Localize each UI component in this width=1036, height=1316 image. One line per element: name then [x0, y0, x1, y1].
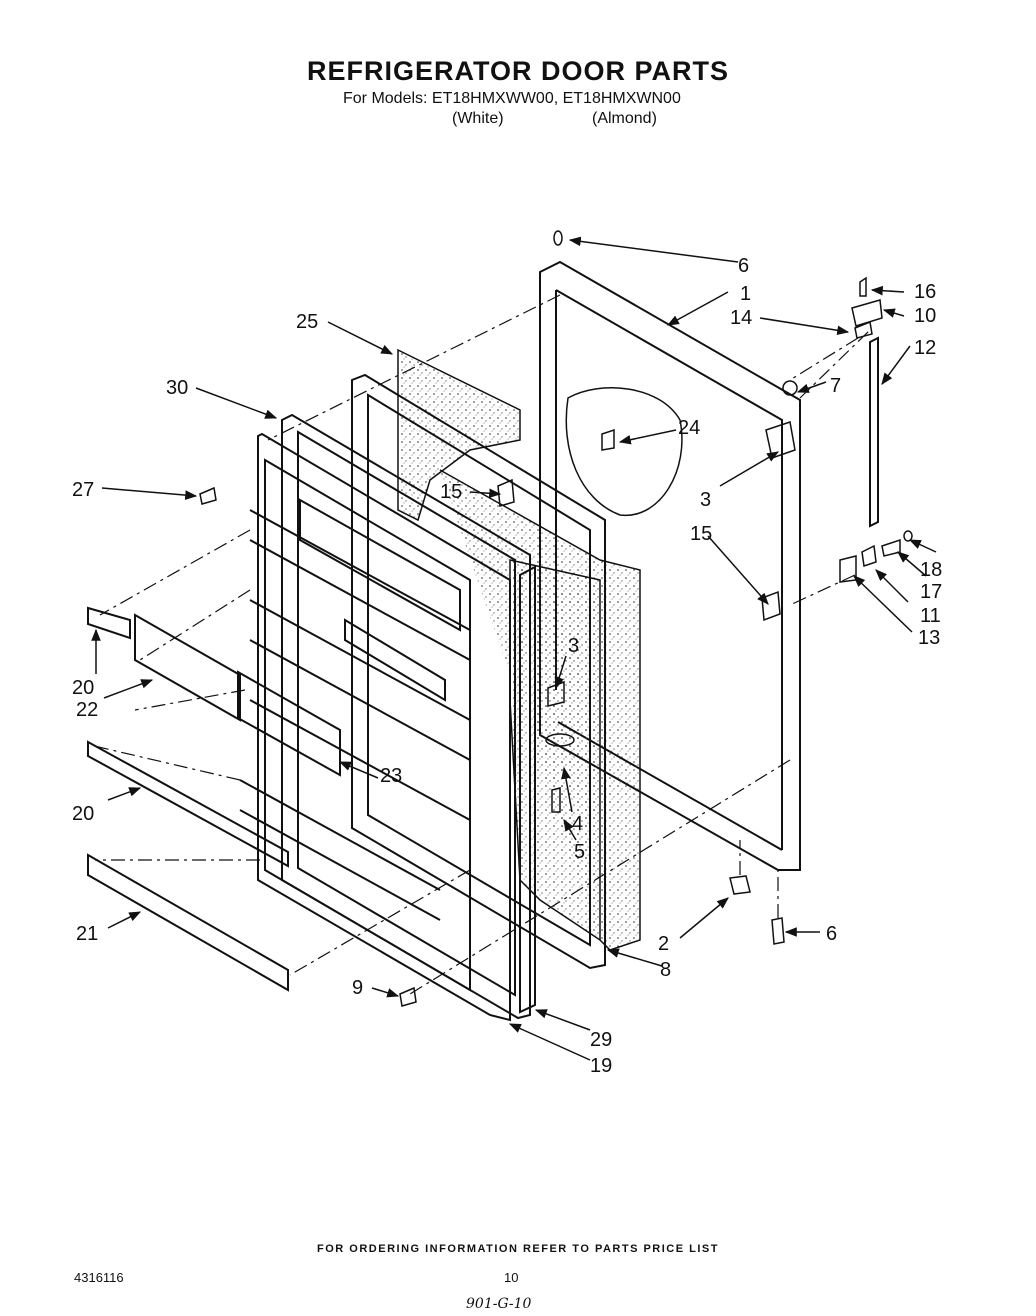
- callout-3-right: 3: [700, 489, 711, 511]
- door-shelf-upper: [134, 613, 241, 722]
- breaker-frame: [351, 373, 606, 970]
- callout-18: 18: [920, 559, 942, 581]
- callout-13: 13: [918, 627, 940, 649]
- callout-7: 7: [830, 375, 841, 397]
- alignment-lines: [89, 294, 871, 995]
- callout-25: 25: [296, 311, 318, 333]
- page-number: 10: [504, 1270, 519, 1285]
- callout-12: 12: [914, 337, 936, 359]
- bottom-trim: [87, 853, 289, 992]
- callout-24: 24: [678, 417, 700, 439]
- ordering-note: FOR ORDERING INFORMATION REFER TO PARTS …: [317, 1243, 719, 1255]
- callout-1: 1: [740, 283, 751, 305]
- variant-almond: (Almond): [592, 110, 657, 127]
- callout-15-right: 15: [690, 523, 712, 545]
- vertical-trim-strip: [519, 565, 536, 1014]
- callout-16: 16: [914, 281, 936, 303]
- callout-30: 30: [166, 377, 188, 399]
- callout-8: 8: [660, 959, 671, 981]
- small-hardware: [199, 230, 913, 1007]
- callout-27: 27: [72, 479, 94, 501]
- callout-20-lower: 20: [72, 803, 94, 825]
- callout-2: 2: [658, 933, 669, 955]
- shelf-retainer-lower: [87, 740, 289, 868]
- callout-11: 11: [920, 605, 941, 627]
- callout-numbers: 6 1 14 16 10 12 7 24 3 15 15 25 30 27 18…: [72, 255, 942, 1077]
- callout-5: 5: [574, 841, 585, 863]
- callout-10: 10: [914, 305, 936, 327]
- callout-9: 9: [352, 977, 363, 999]
- callout-4: 4: [572, 813, 583, 835]
- inner-door-liner: [239, 432, 511, 1022]
- models-line: For Models: ET18HMXWW00, ET18HMXWN00: [343, 90, 681, 107]
- callout-22: 22: [76, 699, 98, 721]
- door-insulation-foam: [565, 387, 683, 516]
- handwritten-note: 901-G-10: [466, 1296, 532, 1312]
- shelf-retainer-upper: [87, 606, 131, 640]
- callout-6-bottom: 6: [826, 923, 837, 945]
- variant-white: (White): [452, 110, 504, 127]
- callout-20-upper: 20: [72, 677, 94, 699]
- callout-23: 23: [380, 765, 402, 787]
- hinge-rod: [869, 336, 879, 528]
- callout-29: 29: [590, 1029, 612, 1051]
- door-shelf-middle: [237, 670, 341, 777]
- callout-15-left: 15: [440, 481, 462, 503]
- page-title: REFRIGERATOR DOOR PARTS: [306, 56, 729, 86]
- leader-arrows: [91, 236, 937, 1061]
- callout-6-top: 6: [738, 255, 749, 277]
- callout-19: 19: [590, 1055, 612, 1077]
- callout-17: 17: [920, 581, 942, 603]
- document-number: 4316116: [74, 1270, 124, 1285]
- callout-3-center: 3: [568, 635, 579, 657]
- callout-14: 14: [730, 307, 752, 329]
- callout-21: 21: [76, 923, 98, 945]
